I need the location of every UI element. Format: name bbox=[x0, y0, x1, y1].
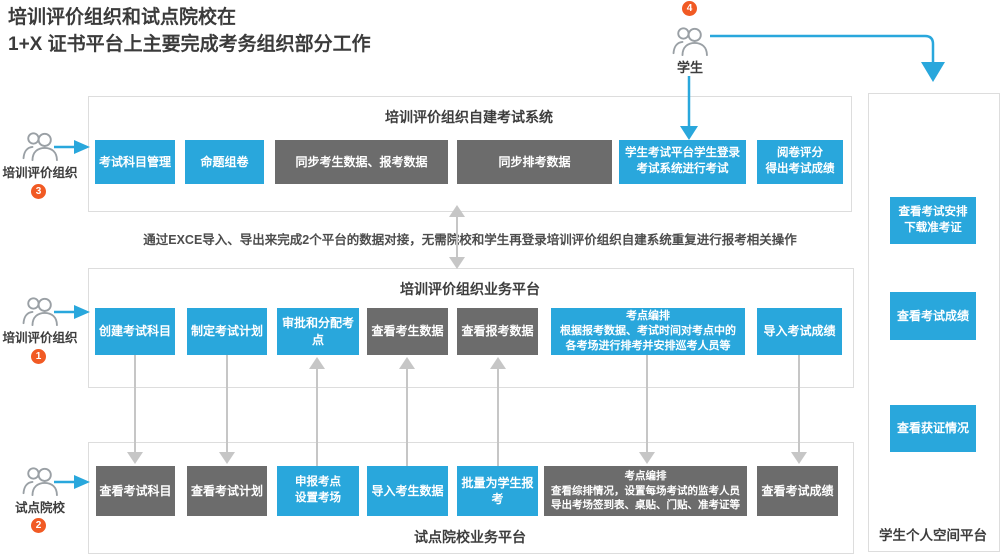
school-business-platform-title: 试点院校业务平台 bbox=[414, 529, 526, 545]
btn-make-exam-plan[interactable]: 制定考试计划 bbox=[187, 308, 267, 355]
btn-view-candidate-data[interactable]: 查看考生数据 bbox=[367, 308, 448, 355]
page-title: 培训评价组织和试点院校在 1+X 证书平台上主要完成考务组织部分工作 bbox=[8, 7, 371, 55]
btn-import-candidate-data[interactable]: 导入考生数据 bbox=[367, 466, 448, 516]
btn-sync-candidate-registration-data[interactable]: 同步考生数据、报考数据 bbox=[275, 140, 448, 184]
org-business-platform-title: 培训评价组织业务平台 bbox=[400, 281, 540, 297]
actor-student: 学生 bbox=[660, 25, 720, 76]
self-exam-system-title: 培训评价组织自建考试系统 bbox=[385, 109, 553, 125]
school-icon bbox=[22, 467, 58, 497]
btn-create-exam-subject[interactable]: 创建考试科目 bbox=[95, 308, 175, 355]
organization-icon bbox=[22, 132, 58, 162]
btn-import-exam-results[interactable]: 导入考试成绩 bbox=[757, 308, 842, 355]
btn-view-certificate-status[interactable]: 查看获证情况 bbox=[890, 405, 976, 452]
actor-training-org-self-badge: 3 bbox=[31, 184, 46, 199]
btn-view-exam-subject[interactable]: 查看考试科目 bbox=[96, 466, 175, 516]
arrowhead-student-to-space-platform bbox=[921, 62, 945, 82]
actor-training-org-business-badge: 1 bbox=[31, 349, 46, 364]
actor-pilot-school-badge: 2 bbox=[31, 518, 46, 533]
organization-icon bbox=[22, 297, 58, 327]
arrow-student-to-space-platform bbox=[710, 34, 935, 62]
btn-sync-exam-schedule-data[interactable]: 同步排考数据 bbox=[457, 140, 612, 184]
btn-site-scheduling-school[interactable]: 考点编排 查看综排情况，设置每场考试的监考人员 导出考场签到表、桌贴、门贴、准考… bbox=[544, 466, 747, 516]
btn-exam-subject-management[interactable]: 考试科目管理 bbox=[95, 140, 175, 184]
actor-training-org-business: 培训评价组织 bbox=[2, 295, 78, 346]
btn-apply-site-setup-rooms[interactable]: 申报考点 设置考场 bbox=[277, 466, 359, 516]
actor-student-label: 学生 bbox=[676, 60, 703, 75]
actor-training-org-business-label: 培训评价组织 bbox=[2, 331, 78, 345]
btn-view-schedule-download-ticket[interactable]: 查看考试安排 下载准考证 bbox=[890, 197, 976, 244]
btn-view-exam-results-student[interactable]: 查看考试成绩 bbox=[890, 292, 976, 340]
data-bridge-note: 通过EXCE导入、导出来完成2个平台的数据对接，无需院校和学生再登录培训评价组织… bbox=[143, 233, 797, 247]
actor-pilot-school-label: 试点院校 bbox=[14, 501, 65, 515]
actor-student-badge: 4 bbox=[682, 1, 697, 16]
btn-view-exam-plan[interactable]: 查看考试计划 bbox=[187, 466, 267, 516]
actor-training-org-self-label: 培训评价组织 bbox=[2, 166, 78, 180]
actor-training-org-self: 培训评价组织 bbox=[2, 130, 78, 181]
actor-pilot-school: 试点院校 bbox=[2, 465, 78, 516]
btn-approve-assign-sites[interactable]: 审批和分配考点 bbox=[277, 308, 359, 355]
btn-view-registration-data[interactable]: 查看报考数据 bbox=[457, 308, 538, 355]
btn-view-exam-results-school[interactable]: 查看考试成绩 bbox=[757, 466, 838, 516]
btn-grading-get-results[interactable]: 阅卷评分 得出考试成绩 bbox=[757, 140, 843, 184]
btn-batch-register-students[interactable]: 批量为学生报考 bbox=[457, 466, 538, 516]
student-space-platform-title: 学生个人空间平台 bbox=[879, 528, 987, 543]
students-icon bbox=[672, 27, 708, 57]
btn-question-paper-composition[interactable]: 命题组卷 bbox=[185, 140, 264, 184]
btn-site-scheduling-org[interactable]: 考点编排 根据报考数据、考试时间对考点中的 各考场进行排考并安排巡考人员等 bbox=[551, 308, 745, 355]
btn-student-login-take-exam[interactable]: 学生考试平台学生登录 考试系统进行考试 bbox=[619, 140, 746, 184]
